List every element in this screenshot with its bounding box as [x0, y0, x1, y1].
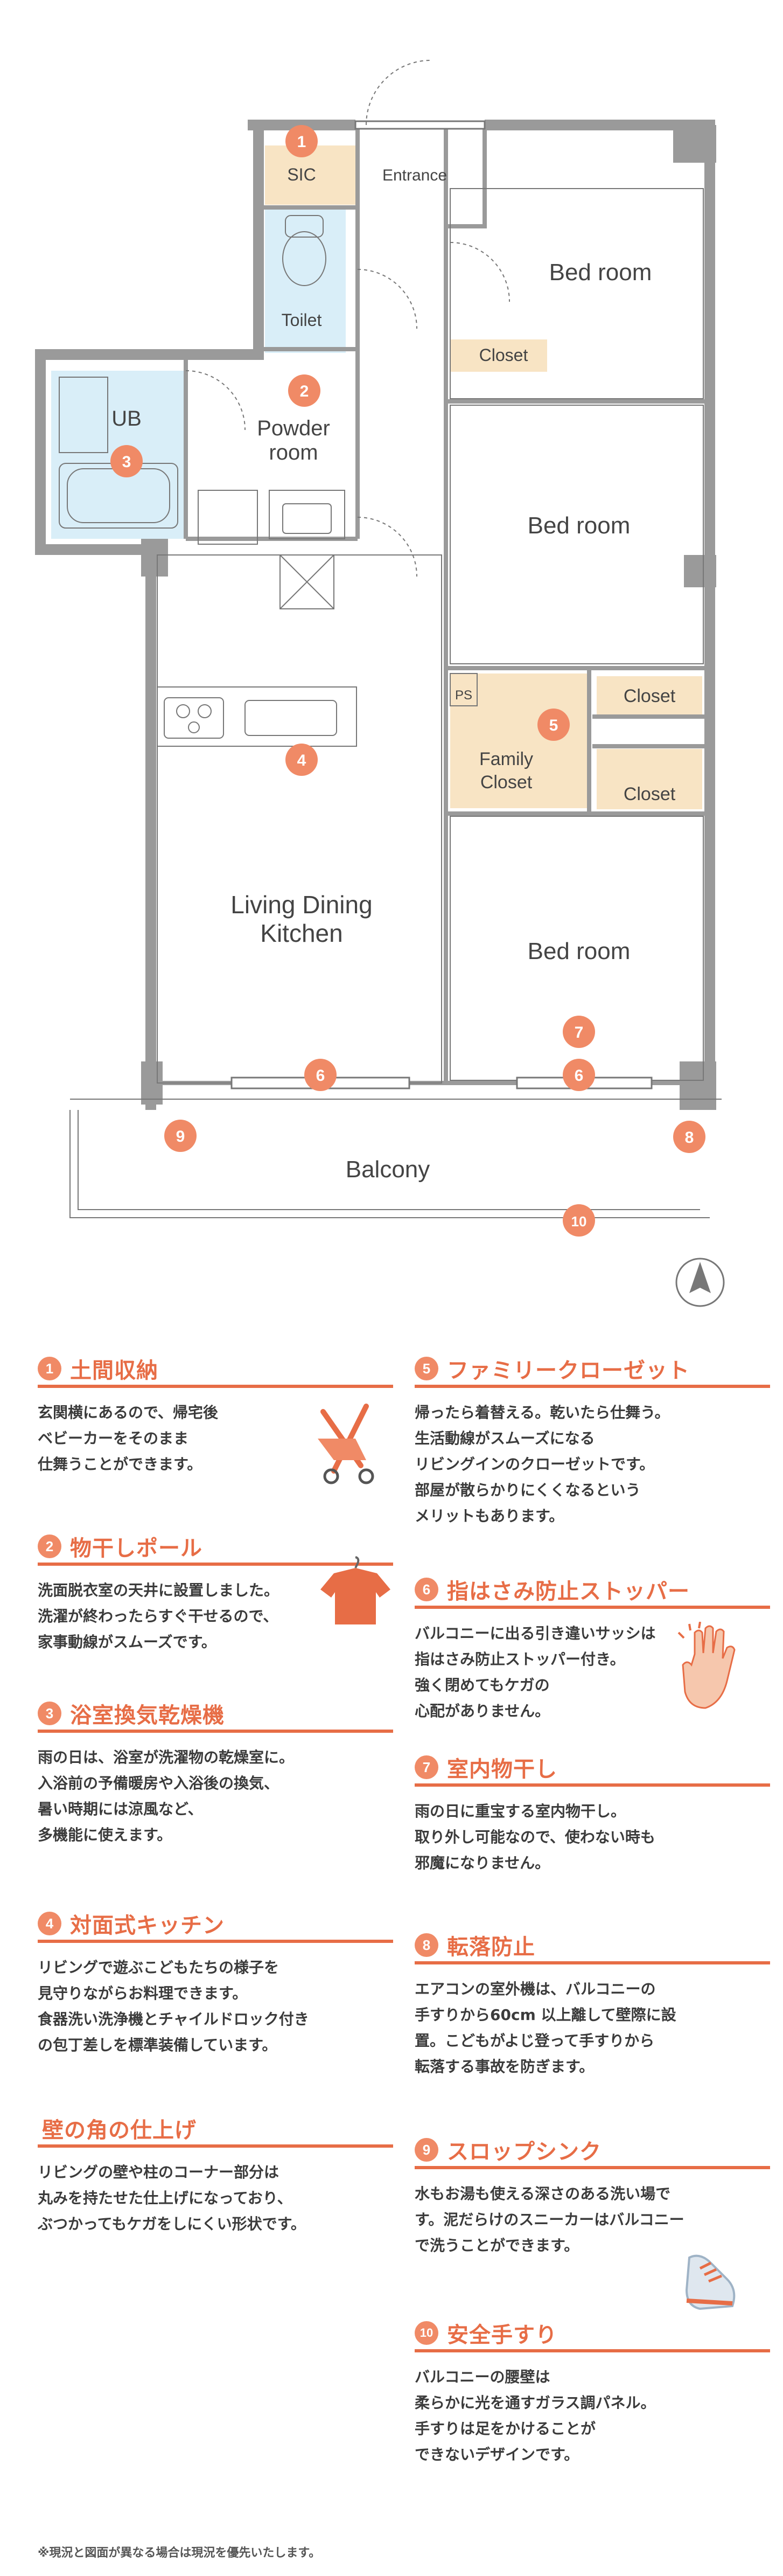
marker-8: 8: [673, 1121, 705, 1153]
marker-10: 10: [563, 1204, 595, 1237]
room-powder-2: room: [269, 441, 318, 464]
marker-3: 3: [110, 445, 143, 477]
marker-2: 2: [288, 374, 320, 407]
room-sic: SIC: [287, 165, 316, 184]
room-ldk-1: Living Dining: [230, 891, 372, 919]
room-balcony: Balcony: [346, 1156, 430, 1183]
feature-body: リビングで遊ぶこどもたちの様子を 見守りながらお料理できます。 食器洗い洗浄機と…: [38, 1959, 309, 2054]
sic-area: [265, 145, 358, 205]
closet-2-area: [597, 676, 702, 715]
marker-6-bedroom: 6: [563, 1059, 595, 1091]
room-ub: UB: [111, 407, 142, 431]
feature-body: 帰ったら着替える。乾いたら仕舞う。 生活動線がスムーズになる リビングインのクロ…: [415, 1404, 670, 1525]
marker-6-ldk: 6: [304, 1059, 337, 1091]
marker-5: 5: [537, 709, 570, 741]
room-closet-3: Closet: [624, 784, 676, 804]
feature-2: 2 物干しポール 洗面脱衣室の天井に設置しました。 洗濯が終わったらすぐ干せるので…: [38, 1530, 393, 1655]
feature-title: ファミリークローゼット: [447, 1358, 690, 1383]
feature-number: 1: [38, 1357, 61, 1380]
feature-number: 5: [415, 1357, 438, 1380]
feature-9: 9 スロップシンク 水もお湯も使える深さのある洗い場で す。泥だらけのスニーカーは…: [415, 2134, 770, 2310]
feature-3: 3 浴室換気乾燥機 雨の日は、浴室が洗濯物の乾燥室に。 入浴前の予備暖房や入浴後の…: [38, 1697, 393, 1848]
feature-body: 雨の日に重宝する室内物干し。 取り外し可能なので、使わない時も 邪魔になりません…: [415, 1802, 655, 1872]
room-ps: PS: [455, 688, 472, 703]
feature-1: 1 土間収納 玄関横にあるので、帰宅後 ベビーカーをそのまま 仕舞うことができます…: [38, 1352, 393, 1484]
feature-5: 5 ファミリークローゼット 帰ったら着替える。乾いたら仕舞う。 生活動線がスムーズ…: [415, 1352, 770, 1529]
feature-title: 対面式キッチン: [70, 1913, 225, 1938]
room-family-closet-1: Family: [479, 749, 533, 769]
feature-10: 10 安全手すり バルコニーの腰壁は 柔らかに光を通すガラス調パネル。 手すりは足…: [415, 2317, 770, 2468]
hand-icon: [677, 1622, 736, 1709]
room-closet-2: Closet: [624, 686, 676, 706]
north-arrow-icon: [675, 1258, 725, 1307]
svg-text:10: 10: [571, 1213, 587, 1230]
floor-plan: SIC Entrance Bed room Closet Toilet UB P…: [35, 60, 725, 1307]
marker-9: 9: [164, 1120, 197, 1152]
feature-number: 10: [415, 2321, 438, 2345]
svg-text:1: 1: [297, 133, 306, 151]
feature-body: リビングの壁や柱のコーナー部分は 丸みを持たせた仕上げになっており、 ぶつかって…: [38, 2163, 306, 2233]
feature-title: 物干しポール: [70, 1536, 202, 1561]
feature-body: 水もお湯も使える深さのある洗い場で す。泥だらけのスニーカーはバルコニー で洗う…: [415, 2185, 684, 2254]
room-closet-1: Closet: [479, 345, 528, 365]
feature-title: 指はさみ防止ストッパー: [447, 1579, 690, 1604]
footnote: ※現況と図面が異なる場合は現況を優先いたします。: [38, 2546, 321, 2560]
closet-3-area: [597, 749, 702, 809]
feature-number: 2: [38, 1535, 61, 1558]
feature-corner: 壁の角の仕上げ リビングの壁や柱のコーナー部分は 丸みを持たせた仕上げになってお…: [38, 2112, 393, 2237]
feature-body: 雨の日は、浴室が洗濯物の乾燥室に。 入浴前の予備暖房や入浴後の換気、 暑い時期に…: [38, 1748, 295, 1844]
feature-8: 8 転落防止 エアコンの室外機は、バルコニーの 手すりから60cm 以上離して壁際…: [415, 1929, 770, 2080]
room-ldk-2: Kitchen: [260, 919, 342, 947]
shirt-hanger-icon: [320, 1556, 390, 1624]
family-closet-area: [450, 673, 589, 808]
feature-title: 安全手すり: [447, 2323, 557, 2348]
room-powder-1: Powder: [257, 416, 330, 440]
svg-text:6: 6: [575, 1067, 584, 1085]
feature-body: 玄関横にあるので、帰宅後 ベビーカーをそのまま 仕舞うことができます。: [38, 1404, 218, 1473]
room-bedroom-1: Bed room: [549, 259, 652, 286]
svg-text:8: 8: [685, 1129, 694, 1147]
feature-body: エアコンの室外機は、バルコニーの 手すりから60cm 以上離して壁際に設 置。こ…: [415, 1980, 676, 2075]
svg-text:5: 5: [549, 717, 558, 734]
closet-1-area: [450, 339, 547, 372]
marker-1: 1: [285, 125, 318, 157]
feature-number: 4: [38, 1912, 61, 1935]
feature-title: 室内物干し: [447, 1757, 557, 1782]
room-entrance: Entrance: [382, 166, 447, 184]
svg-text:2: 2: [300, 383, 309, 400]
feature-number: 8: [415, 1933, 438, 1957]
sneaker-icon: [685, 2254, 736, 2310]
feature-body: バルコニーに出る引き違いサッシは 指はさみ防止ストッパー付き。 強く閉めてもケガ…: [415, 1624, 656, 1720]
room-bedroom-2: Bed room: [528, 512, 631, 539]
room-bedroom-3: Bed room: [528, 938, 631, 964]
feature-7: 7 室内物干し 雨の日に重宝する室内物干し。 取り外し可能なので、使わない時も 邪…: [415, 1751, 770, 1876]
marker-7: 7: [563, 1016, 595, 1048]
stroller-icon: [318, 1404, 374, 1484]
svg-text:7: 7: [575, 1024, 584, 1041]
feature-number: 6: [415, 1578, 438, 1601]
marker-4: 4: [285, 744, 318, 776]
svg-text:4: 4: [297, 752, 306, 769]
feature-title: 土間収納: [70, 1358, 158, 1383]
feature-number: 3: [38, 1702, 61, 1725]
feature-4: 4 対面式キッチン リビングで遊ぶこどもたちの様子を 見守りながらお料理できます。…: [38, 1907, 393, 2058]
feature-number: 7: [415, 1755, 438, 1779]
room-family-closet-2: Closet: [480, 772, 533, 793]
room-toilet: Toilet: [282, 310, 322, 330]
feature-title: 壁の角の仕上げ: [42, 2118, 197, 2143]
svg-text:6: 6: [316, 1067, 325, 1085]
feature-number: 9: [415, 2138, 438, 2162]
svg-text:3: 3: [122, 453, 131, 471]
svg-text:9: 9: [176, 1128, 185, 1145]
feature-6: 6 指はさみ防止ストッパー バルコニーに出る引き違いサッシは 指はさみ防止ストッパ…: [415, 1573, 770, 1724]
toilet-area: [265, 207, 346, 353]
feature-title: スロップシンク: [447, 2140, 602, 2164]
feature-body: バルコニーの腰壁は 柔らかに光を通すガラス調パネル。 手すりは足をかけることが …: [415, 2368, 656, 2463]
feature-title: 転落防止: [447, 1935, 535, 1960]
feature-title: 浴室換気乾燥機: [70, 1703, 225, 1728]
feature-body: 洗面脱衣室の天井に設置しました。 洗濯が終わったらすぐ干せるので、 家事動線がス…: [38, 1581, 279, 1651]
